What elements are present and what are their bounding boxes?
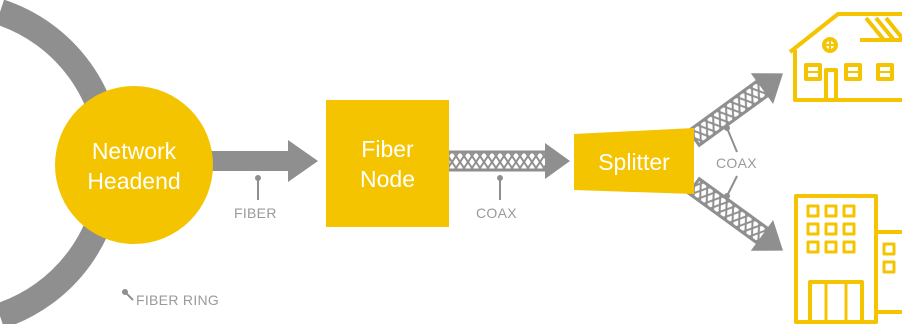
fiber-label: FIBER (234, 205, 277, 221)
fiber-node-box (326, 100, 449, 227)
network-headend-line2: Headend (87, 168, 181, 194)
splitter-node (574, 128, 694, 194)
network-headend-node (55, 86, 213, 244)
coax-branch-up-arrow (686, 73, 783, 148)
fiber-node-line2: Node (360, 166, 415, 192)
house-icon (788, 12, 902, 102)
fiber-ring-label: FIBER RING (136, 292, 220, 308)
network-headend-label: Network Headend (56, 136, 212, 196)
splitter-label: Splitter (598, 149, 670, 175)
fiber-node-label: Fiber Node (326, 134, 449, 194)
coax-branch-down-arrow (686, 176, 783, 251)
fiber-link-arrow (210, 140, 318, 182)
coax-branch-label: COAX (716, 155, 757, 171)
coax-main-label: COAX (476, 205, 517, 221)
coax-main-arrow (446, 143, 570, 179)
label-leaders (122, 125, 738, 301)
office-building-icon (794, 194, 902, 324)
fiber-node-line1: Fiber (361, 136, 414, 162)
network-headend-line1: Network (91, 138, 177, 164)
